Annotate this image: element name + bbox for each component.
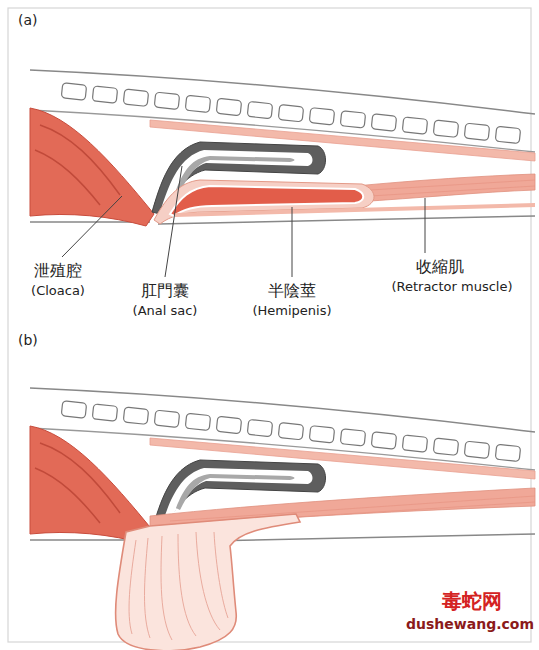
- vertebra: [92, 86, 117, 103]
- vertebra: [495, 126, 520, 143]
- part-label: (Anal sac): [133, 304, 198, 319]
- part-label: 收縮肌: [416, 258, 464, 276]
- vertebra: [185, 413, 210, 430]
- leader-line: [292, 207, 293, 277]
- cloaca: [30, 108, 154, 226]
- leader-line: [165, 166, 182, 277]
- cloaca: [30, 426, 154, 544]
- cloaca-fold: [35, 125, 120, 205]
- ventral-muscle: [175, 203, 535, 217]
- vertebra: [402, 435, 427, 452]
- vertebra: [123, 407, 148, 424]
- vertebra: [216, 98, 241, 115]
- part-label: (Hemipenis): [252, 304, 331, 319]
- vertebra: [464, 441, 489, 458]
- frame: [8, 8, 531, 642]
- vertebra: [340, 429, 365, 446]
- vertebra: [495, 444, 520, 461]
- leader-line: [62, 196, 122, 257]
- vertebra: [464, 123, 489, 140]
- part-label: 肛門囊: [141, 282, 189, 300]
- watermark: 毒蛇网: [442, 590, 502, 613]
- panel-letter: (b): [18, 332, 38, 348]
- watermark: dushewang.com: [406, 616, 534, 632]
- panel-letter: (a): [18, 12, 38, 28]
- part-label: 半陰莖: [268, 282, 316, 300]
- vertebra: [185, 95, 210, 112]
- panel-b: [30, 388, 535, 650]
- vertebra: [92, 404, 117, 421]
- everted-hemipenis: [116, 514, 300, 650]
- vertebra: [247, 101, 272, 118]
- vertebra: [154, 92, 179, 109]
- vertebra: [154, 410, 179, 427]
- vertebra: [340, 111, 365, 128]
- vertebra: [309, 426, 334, 443]
- vertebra: [433, 438, 458, 455]
- vertebra: [433, 120, 458, 137]
- vertebra: [278, 422, 303, 439]
- part-label: 泄殖腔: [34, 262, 82, 280]
- part-label: (Cloaca): [31, 284, 85, 299]
- vertebra: [371, 114, 396, 131]
- vertebra: [371, 432, 396, 449]
- retractor-muscle: [355, 174, 535, 202]
- part-label: (Retractor muscle): [391, 280, 512, 295]
- hemipenis-sheath: [154, 180, 374, 224]
- vertebra: [402, 117, 427, 134]
- vertebra: [61, 401, 86, 418]
- cloaca-fold: [35, 443, 120, 523]
- everted-stripes: [129, 532, 228, 640]
- panel-a: [30, 70, 535, 226]
- vertebra: [309, 108, 334, 125]
- vertebra: [278, 104, 303, 121]
- vertebra: [123, 89, 148, 106]
- retractor-fibres: [370, 180, 535, 196]
- vertebra: [216, 416, 241, 433]
- vertebra: [61, 83, 86, 100]
- leader-line: [425, 198, 426, 253]
- vertebra: [247, 419, 272, 436]
